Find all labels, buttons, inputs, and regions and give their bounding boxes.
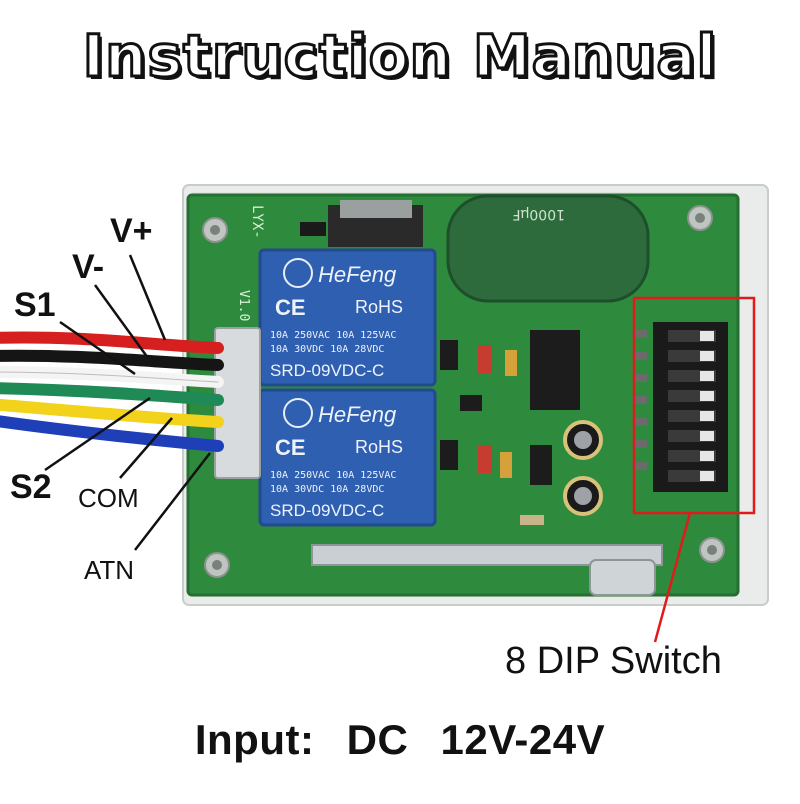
- relay-1-rating-2: 10A 30VDC 10A 28VDC: [270, 344, 384, 355]
- relay-1-rating-1: 10A 250VAC 10A 125VAC: [270, 330, 396, 341]
- relay-1-ce: CE: [275, 295, 306, 320]
- mounting-holes: [202, 205, 725, 578]
- antenna-module: [311, 544, 663, 566]
- dip-toggle: [700, 391, 714, 401]
- input-range: 12V-24V: [440, 716, 606, 763]
- relay-1-brand: HeFeng: [318, 262, 397, 287]
- label-v-plus: V+: [109, 211, 153, 251]
- label-com: COM: [78, 483, 139, 513]
- capacitor-label: 1000μF: [512, 206, 565, 222]
- leader-lines: [44, 254, 211, 551]
- dip-toggle: [700, 431, 714, 441]
- components: [440, 330, 603, 525]
- silk-version: V1.0: [236, 290, 251, 321]
- dip-switch: [653, 322, 728, 492]
- dip-toggle: [700, 471, 714, 481]
- input-label: Input:: [194, 716, 315, 763]
- relay-1-rohs: RoHS: [355, 297, 403, 317]
- dip-toggle: [700, 411, 714, 421]
- big-capacitor: [448, 196, 648, 301]
- label-s1: S1: [13, 285, 56, 325]
- relay-2-model: SRD-09VDC-C: [270, 501, 384, 520]
- dip-switch-label: 8 DIP Switch: [505, 640, 722, 682]
- input-spec: Input: DC 12V-24V: [0, 716, 800, 764]
- label-s2: S2: [9, 467, 52, 507]
- label-v-minus: V-: [71, 247, 105, 287]
- dip-callout-box: [632, 296, 756, 515]
- relay-1-model: SRD-09VDC-C: [270, 361, 384, 380]
- silk-model: LYX-: [249, 205, 265, 239]
- dip-toggle: [700, 451, 714, 461]
- label-atn: ATN: [84, 555, 135, 585]
- dip-toggle: [700, 331, 714, 341]
- page-title: Instruction Manual: [81, 21, 718, 92]
- dip-toggle: [700, 371, 714, 381]
- dip-callout-line: [653, 512, 692, 643]
- input-type: DC: [346, 716, 409, 763]
- relay-2-brand: HeFeng: [318, 402, 397, 427]
- relay-2: HeFeng CE RoHS 10A 250VAC 10A 125VAC 10A…: [258, 388, 437, 527]
- relay-2-rohs: RoHS: [355, 437, 403, 457]
- relay-2-rating-2: 10A 30VDC 10A 28VDC: [270, 484, 384, 495]
- relay-1: HeFeng CE RoHS 10A 250VAC 10A 125VAC 10A…: [258, 248, 437, 387]
- relay-2-rating-1: 10A 250VAC 10A 125VAC: [270, 470, 396, 481]
- relay-2-ce: CE: [275, 435, 306, 460]
- dip-toggle: [700, 351, 714, 361]
